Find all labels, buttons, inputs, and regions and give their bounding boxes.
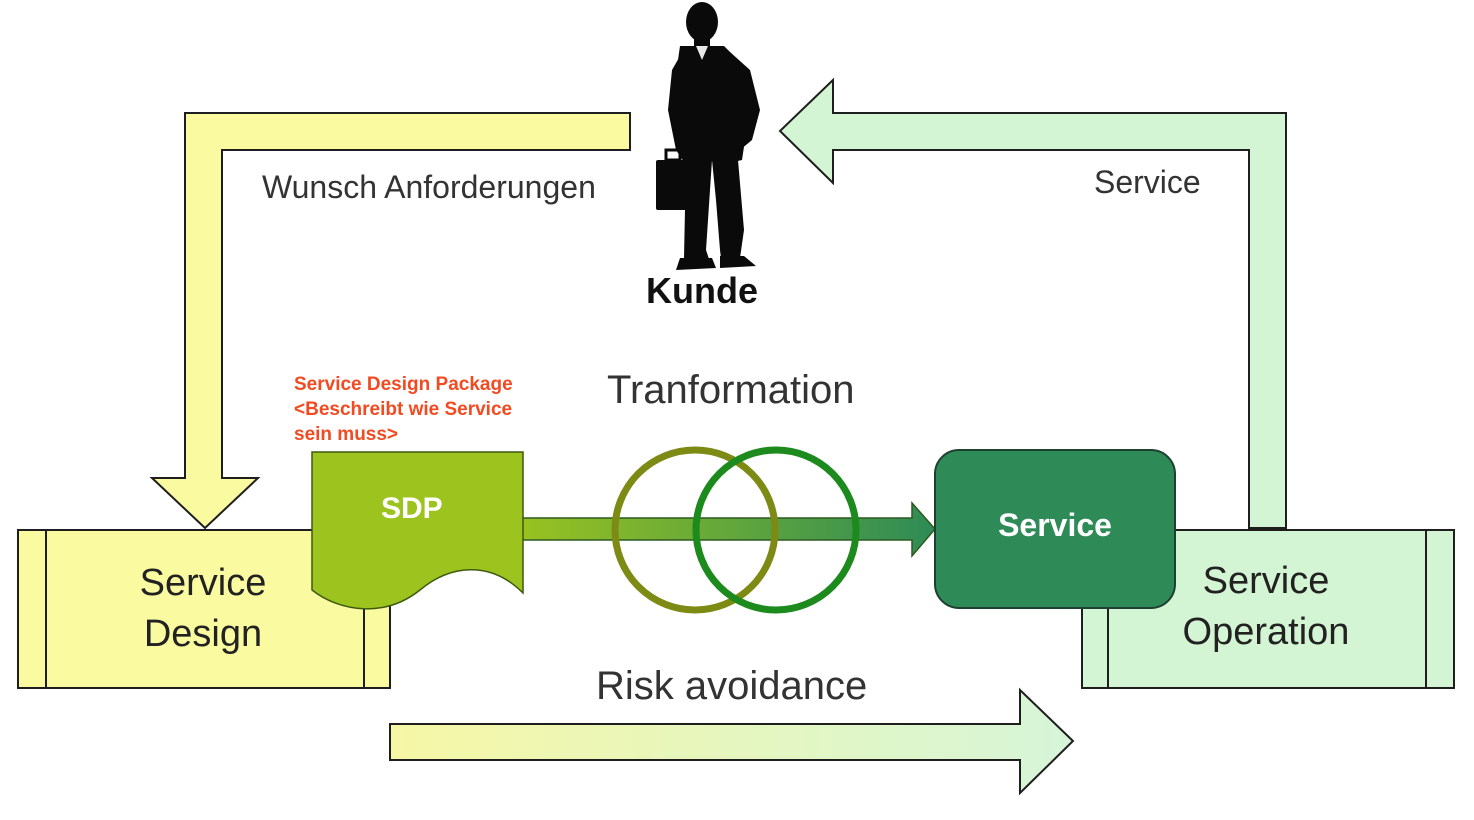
transformation-label: Tranformation (607, 368, 855, 412)
sdp-label: SDP (381, 492, 443, 525)
transformation-ring-olive (611, 446, 779, 614)
sdp-document (311, 451, 524, 610)
service-operation-label: Service Operation (1182, 560, 1350, 653)
businessman-with-briefcase-icon (656, 2, 760, 270)
sdp-annotation: Service Design Package <Beschreibt wie S… (294, 374, 513, 445)
risk-avoidance-arrow (389, 687, 1075, 796)
risk-avoidance-label: Risk avoidance (596, 664, 868, 708)
transformation-flow-arrow (504, 501, 936, 559)
service-box-label: Service (998, 507, 1112, 543)
service-return-arrow (778, 77, 1287, 529)
service-return-label: Service (1094, 164, 1201, 200)
transformation-ring-green (692, 446, 860, 614)
customer-label: Kunde (646, 270, 758, 311)
service-design-label: Service Design (139, 562, 267, 655)
request-label: Wunsch Anforderungen (262, 169, 596, 205)
request-arrow (149, 112, 631, 530)
shirt-collar-detail (696, 46, 708, 60)
service-box (934, 449, 1176, 609)
